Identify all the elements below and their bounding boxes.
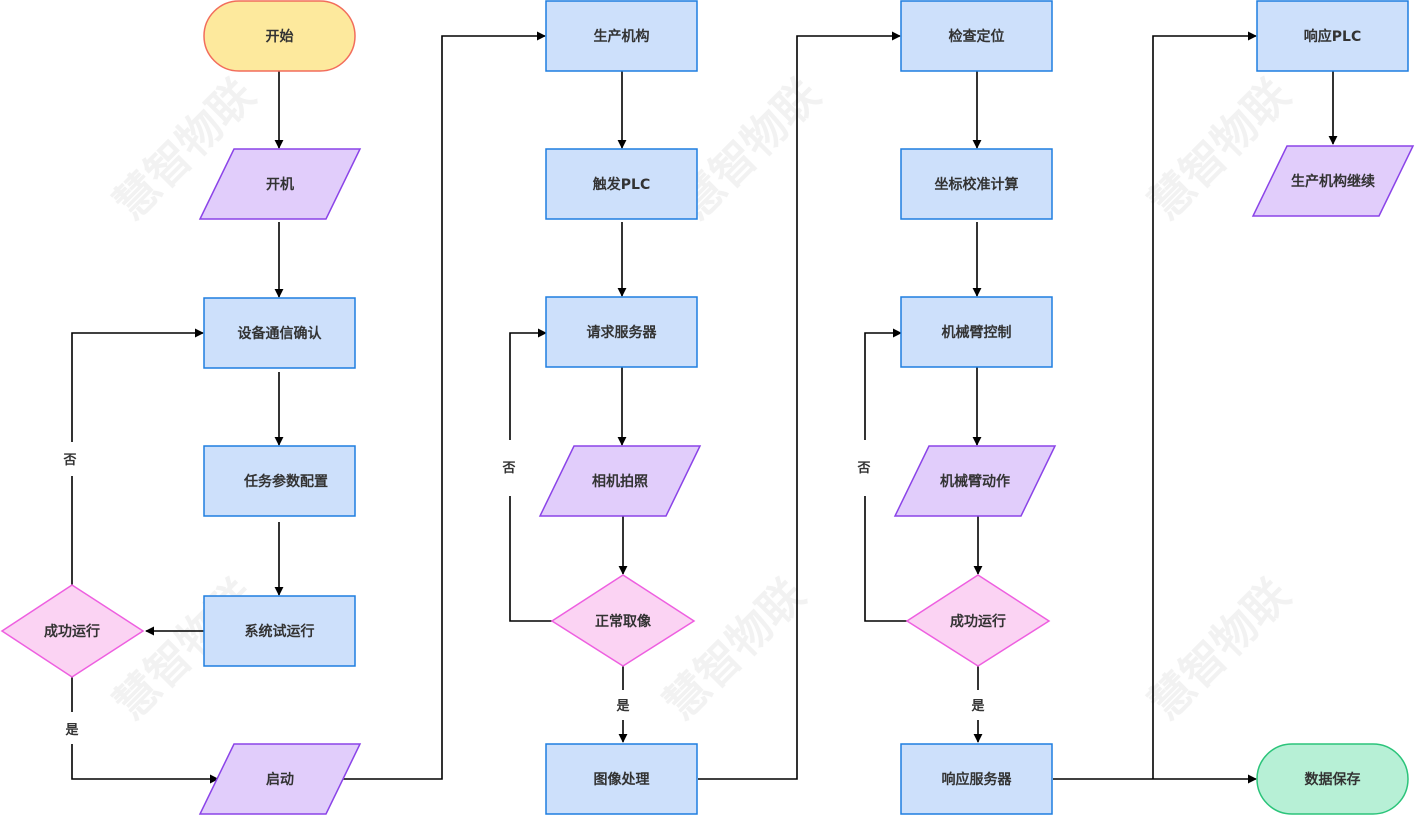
node-label: 图像处理: [594, 771, 650, 788]
process-shape: [203, 595, 356, 667]
node-arm-control[interactable]: 机械臂控制: [900, 296, 1053, 368]
node-label: 生产机构: [594, 28, 650, 45]
edge-respond-server-to-respond-plc: [1152, 31, 1257, 779]
node-label: 机械臂控制: [942, 324, 1012, 341]
node-respond-plc[interactable]: 响应PLC: [1256, 0, 1409, 72]
node-arm-action[interactable]: 机械臂动作: [893, 445, 1057, 517]
label-yes: 是: [615, 699, 630, 714]
node-label: 任务参数配置: [243, 473, 328, 490]
edge-run-ok-2-no-up: [864, 496, 907, 622]
io-shape: [1251, 145, 1415, 217]
edge-run-ok-no-to-device-comm: [71, 328, 204, 442]
io-shape: [538, 445, 702, 517]
node-start[interactable]: 开始: [203, 0, 356, 72]
edge-run-ok-2-no-to-arm-control: [864, 328, 902, 440]
node-power-on[interactable]: 开机: [198, 148, 362, 220]
node-inspect-locate[interactable]: 检查定位: [900, 0, 1053, 72]
decision-shape: [550, 574, 696, 667]
edges: [71, 31, 1338, 784]
node-label: 启动: [266, 771, 294, 788]
node-trial-run[interactable]: 系统试运行: [203, 595, 356, 667]
label-yes: 是: [970, 699, 985, 714]
process-shape: [900, 743, 1053, 815]
node-device-comm[interactable]: 设备通信确认: [203, 297, 356, 369]
node-label: 成功运行: [950, 613, 1006, 630]
io-shape: [198, 148, 362, 220]
process-shape: [900, 148, 1053, 220]
process-shape: [203, 297, 356, 369]
node-launch[interactable]: 启动: [198, 743, 362, 815]
label-no: 否: [501, 461, 515, 476]
node-label: 正常取像: [595, 613, 652, 630]
node-label: 设备通信确认: [238, 325, 323, 342]
edge-image-proc-to-inspect: [698, 31, 901, 780]
label-yes: 是: [64, 723, 79, 738]
node-camera-shot[interactable]: 相机拍照: [538, 445, 702, 517]
node-label: 开始: [266, 28, 294, 45]
node-label: 响应PLC: [1304, 28, 1361, 45]
decision-shape: [905, 574, 1051, 667]
node-capture-ok[interactable]: 正常取像: [550, 574, 696, 667]
node-label: 数据保存: [1305, 771, 1361, 788]
node-label: 机械臂动作: [940, 473, 1010, 490]
node-label: 坐标校准计算: [935, 176, 1019, 193]
terminal-shape: [203, 0, 356, 72]
node-trigger-plc[interactable]: 触发PLC: [545, 148, 698, 220]
edge-capture-ok-no-to-request-server: [509, 328, 547, 440]
node-production-continue[interactable]: 生产机构继续: [1251, 145, 1415, 217]
process-shape: [545, 296, 698, 368]
node-label: 相机拍照: [592, 473, 648, 490]
process-shape: [900, 296, 1053, 368]
node-coord-calib[interactable]: 坐标校准计算: [900, 148, 1053, 220]
label-no: 否: [856, 461, 870, 476]
node-label: 开机: [266, 176, 294, 193]
decision-shape: [0, 584, 145, 678]
edge-capture-ok-no-up: [509, 496, 552, 622]
watermark: 慧智物联: [654, 569, 815, 730]
label-no: 否: [62, 453, 76, 468]
node-label: 检查定位: [949, 28, 1005, 45]
process-shape: [545, 0, 698, 72]
terminal-shape: [1256, 743, 1409, 815]
node-request-server[interactable]: 请求服务器: [545, 296, 698, 368]
node-label: 系统试运行: [245, 623, 315, 640]
process-shape: [1256, 0, 1409, 72]
process-shape: [900, 0, 1053, 72]
node-respond-server[interactable]: 响应服务器: [900, 743, 1053, 815]
node-production[interactable]: 生产机构: [545, 0, 698, 72]
node-task-params[interactable]: 任务参数配置: [203, 445, 356, 517]
process-shape: [545, 743, 698, 815]
node-label: 生产机构继续: [1291, 173, 1375, 190]
node-label: 触发PLC: [592, 176, 650, 193]
node-label: 响应服务器: [942, 771, 1013, 788]
node-label: 成功运行: [44, 623, 100, 640]
node-image-proc[interactable]: 图像处理: [545, 743, 698, 815]
node-run-ok-2[interactable]: 成功运行: [905, 574, 1051, 667]
process-shape: [545, 148, 698, 220]
node-data-save[interactable]: 数据保存: [1256, 743, 1409, 815]
io-shape: [198, 743, 362, 815]
edge-run-ok-yes-to-launch: [71, 744, 219, 784]
process-shape: [203, 445, 356, 517]
edge-launch-to-production: [342, 31, 546, 780]
watermark: 慧智物联: [1139, 569, 1300, 730]
node-run-ok-1[interactable]: 成功运行: [0, 584, 145, 678]
io-shape: [893, 445, 1057, 517]
node-label: 请求服务器: [587, 324, 658, 341]
